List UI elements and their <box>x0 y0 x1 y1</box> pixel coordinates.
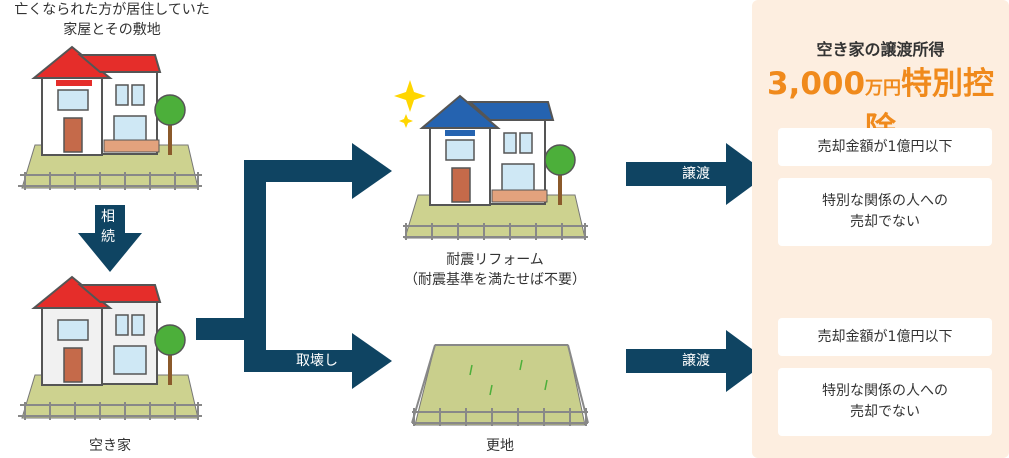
sparkle-icon <box>394 80 426 112</box>
occupied-house-caption-line2: 家屋とその敷地 <box>63 22 161 38</box>
renovation-caption: 耐震リフォーム <box>446 252 544 268</box>
sparkle-icon <box>399 114 413 128</box>
panel-title-amount: 3,000万円特別控除 <box>766 66 995 147</box>
transfer-arrows <box>626 143 768 392</box>
inherit-label-2: 続 <box>101 229 115 245</box>
vacant-land-caption: 更地 <box>486 438 514 454</box>
transfer-label-bottom: 譲渡 <box>682 353 710 369</box>
renovation-note: （耐震基準を満たせば不要） <box>404 272 586 288</box>
condition-price-limit: 売却金額が1億円以下 <box>778 128 992 166</box>
condition-price-limit: 売却金額が1億円以下 <box>778 318 992 356</box>
occupied-house-caption-line1: 亡くなられた方が居住していた <box>14 2 210 18</box>
panel-title: 空き家の譲渡所得 <box>816 40 945 59</box>
inherit-label-1: 相 <box>101 209 115 225</box>
vacant-house-caption: 空き家 <box>89 438 131 454</box>
branch-arrows <box>196 143 392 389</box>
vacant-land-illustration <box>411 344 589 426</box>
transfer-label-top: 譲渡 <box>682 166 710 182</box>
occupied-house-illustration <box>18 45 202 190</box>
renovated-house-illustration <box>394 80 588 240</box>
vacant-house-illustration <box>18 275 202 420</box>
condition-no-special-relation: 特別な関係の人への 売却でない <box>778 178 992 246</box>
demolish-label: 取壊し <box>296 353 338 369</box>
condition-no-special-relation: 特別な関係の人への 売却でない <box>778 368 992 436</box>
inherit-arrow <box>78 205 142 272</box>
